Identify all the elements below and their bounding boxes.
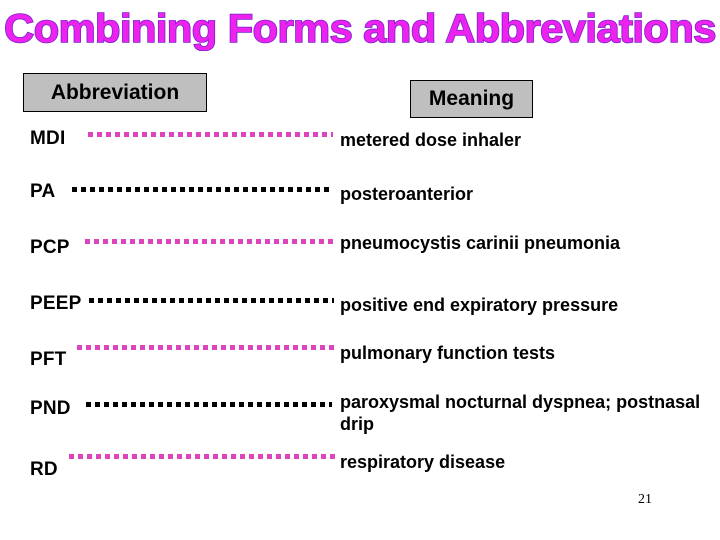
dotted-leader-line: [85, 239, 337, 244]
table-row: MDI metered dose inhaler: [0, 118, 720, 173]
column-header-meaning: Meaning: [410, 80, 533, 118]
abbreviation-cell: PFT: [30, 349, 67, 370]
meaning-cell: respiratory disease: [340, 452, 506, 472]
dotted-leader-line: [86, 402, 332, 407]
dotted-leader-line: [89, 298, 334, 303]
table-row: PA posteroanterior: [0, 173, 720, 229]
column-header-meaning-label: Meaning: [428, 87, 515, 110]
table-row: PND paroxysmal nocturnal dyspnea; postnas…: [0, 390, 720, 449]
table-row: RD respiratory disease: [0, 449, 720, 489]
meaning-cell: posteroanterior: [340, 184, 474, 204]
dotted-leader-line: [72, 187, 333, 192]
abbreviation-cell: RD: [30, 459, 58, 480]
dotted-leader-line: [88, 132, 333, 137]
meaning-cell: pneumocystis carinii pneumonia: [340, 233, 621, 253]
abbreviation-cell: MDI: [30, 128, 66, 149]
meaning-cell: paroxysmal nocturnal dyspnea; postnasal …: [340, 392, 701, 434]
table-row: PFT pulmonary function tests: [0, 339, 720, 390]
dotted-leader-line: [77, 345, 336, 350]
abbreviation-cell: PA: [30, 181, 56, 202]
column-header-abbreviation: Abbreviation: [23, 73, 207, 112]
table-row: PEEP positive end expiratory pressure: [0, 287, 720, 339]
page-title: Combining Forms and Abbreviations: [3, 6, 717, 52]
abbreviation-cell: PEEP: [30, 293, 82, 314]
meaning-cell: positive end expiratory pressure: [340, 295, 619, 315]
page-number: 21: [638, 492, 652, 507]
abbreviation-cell: PCP: [30, 237, 70, 258]
meaning-cell: metered dose inhaler: [340, 130, 522, 150]
column-header-abbreviation-label: Abbreviation: [50, 80, 180, 104]
dotted-leader-line: [69, 454, 338, 459]
abbreviation-cell: PND: [30, 398, 71, 419]
table-row: PCP pneumocystis carinii pneumonia: [0, 229, 720, 287]
meaning-cell: pulmonary function tests: [340, 343, 556, 363]
